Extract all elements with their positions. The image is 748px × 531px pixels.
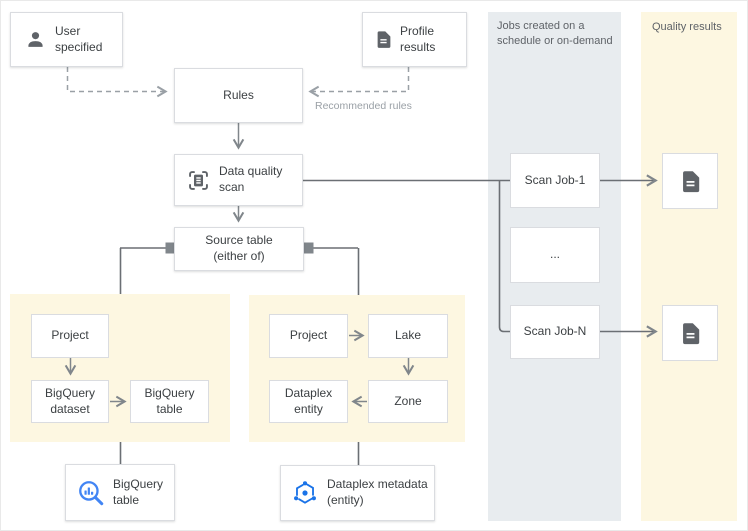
bq-table-box: BigQuery table xyxy=(130,380,209,423)
profile-results-label: Profile results xyxy=(400,23,436,54)
document-icon xyxy=(377,31,391,48)
dataplex-entity-label: Dataplex entity xyxy=(284,385,333,416)
data-quality-scan-label: Data quality scan xyxy=(219,164,283,194)
dataplex-metadata-label: Dataplex metadata (entity) xyxy=(327,477,428,507)
zone-box: Zone xyxy=(368,380,448,423)
user-specified-label: User specified xyxy=(55,23,103,54)
dataplex-hexagon-icon xyxy=(294,481,316,504)
zone-label: Zone xyxy=(394,393,422,408)
dp-project-label: Project xyxy=(289,328,328,343)
dataplex-entity-box: Dataplex entity xyxy=(269,380,348,423)
bq-table-label: BigQuery table xyxy=(144,385,195,416)
rules-box: Rules xyxy=(174,68,303,123)
recommended-rules-label: Recommended rules xyxy=(315,100,412,112)
scan-jobs-ellipsis-box: ... xyxy=(510,227,600,283)
scan-frame-icon xyxy=(189,170,208,190)
document-icon xyxy=(682,170,700,192)
rules-label: Rules xyxy=(223,87,254,102)
bigquery-table-bottom-label: BigQuery table xyxy=(113,476,164,507)
dataplex-metadata-box: Dataplex metadata (entity) xyxy=(280,465,435,521)
lake-label: Lake xyxy=(394,328,422,343)
quality-results-column-background xyxy=(641,12,737,521)
profile-results-box: Profile results xyxy=(362,12,467,67)
data-quality-scan-box: Data quality scan xyxy=(174,154,303,206)
user-specified-box: User specified xyxy=(10,12,123,67)
dp-project-box: Project xyxy=(269,314,348,358)
source-table-label: Source table (either of) xyxy=(205,233,273,263)
scan-jobs-ellipsis: ... xyxy=(549,247,560,262)
bigquery-table-bottom-box: BigQuery table xyxy=(65,464,175,521)
source-table-box: Source table (either of) xyxy=(174,227,304,271)
bq-project-label: Project xyxy=(51,328,89,343)
quality-result-1-box xyxy=(662,153,718,209)
bq-dataset-box: BigQuery dataset xyxy=(31,380,109,423)
scan-job-1-box: Scan Job-1 xyxy=(510,153,600,208)
bigquery-magnifier-icon xyxy=(79,480,104,505)
bq-project-box: Project xyxy=(31,314,109,358)
person-icon xyxy=(28,32,43,47)
lake-box: Lake xyxy=(368,314,448,358)
quality-result-n-box xyxy=(662,305,718,361)
scan-job-1-label: Scan Job-1 xyxy=(524,172,586,187)
quality-results-column-header: Quality results xyxy=(652,21,722,33)
bq-dataset-label: BigQuery dataset xyxy=(44,385,96,416)
jobs-column-header: Jobs created on a schedule or on-demand xyxy=(497,20,613,48)
scan-job-n-box: Scan Job-N xyxy=(510,305,600,359)
scan-job-n-label: Scan Job-N xyxy=(523,324,587,339)
document-icon xyxy=(682,322,700,344)
